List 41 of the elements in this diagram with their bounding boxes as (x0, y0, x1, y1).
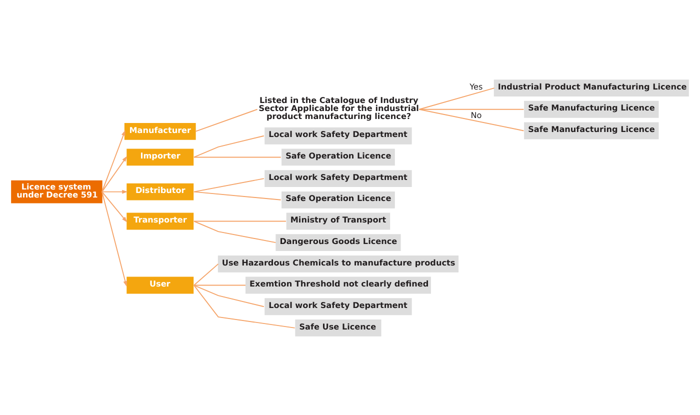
node-box: Safe Manufacturing Licence (524, 100, 659, 118)
node-box: Safe Operation Licence (282, 190, 395, 208)
connector (194, 178, 264, 192)
node-box: Dangerous Goods Licence (276, 234, 401, 251)
connector (194, 220, 286, 222)
connector (194, 134, 264, 158)
node-box: Safe Use Licence (295, 319, 382, 336)
arrow (102, 190, 128, 286)
node-box: Ministry of Transport (286, 212, 390, 230)
connector (418, 87, 495, 110)
connector (194, 284, 296, 328)
edge-label: No (470, 110, 482, 120)
connector (194, 220, 276, 243)
arrow (102, 156, 128, 192)
node-box: Local work Safety Department (264, 170, 412, 187)
node-box: Manufacturer (124, 122, 196, 140)
connector (194, 284, 246, 286)
arrow (102, 189, 128, 194)
connector (194, 108, 258, 132)
connector (418, 108, 524, 110)
node-text: Listed in the Catalogue of Industry Sector Applicable for the industrial product manufacturing licence? (258, 94, 419, 121)
node-box: Safe Operation Licence (282, 148, 395, 166)
node-box: Industrial Product Manufacturing Licence (494, 79, 689, 96)
node-box: Importer (126, 148, 194, 166)
connector (194, 284, 264, 307)
node-box: User (126, 276, 194, 294)
node-box: Distributor (126, 182, 194, 200)
connector (194, 190, 282, 200)
node-box: Licence system under Decree 591 (11, 180, 102, 203)
node-box: Local work Safety Department (264, 126, 412, 144)
arrow (102, 130, 126, 192)
connector (194, 156, 282, 158)
node-box: Transporter (126, 212, 194, 230)
arrow (102, 190, 128, 222)
node-box: Local work Safety Department (264, 298, 412, 315)
connector (194, 262, 219, 286)
node-box: Safe Manufacturing Licence (524, 122, 659, 139)
connector (418, 108, 524, 131)
edge-label: Yes (470, 80, 483, 91)
node-box: Exemtion Threshold not clearly defined (246, 276, 431, 294)
node-box: Use Hazardous Chemicals to manufacture products (218, 254, 459, 272)
